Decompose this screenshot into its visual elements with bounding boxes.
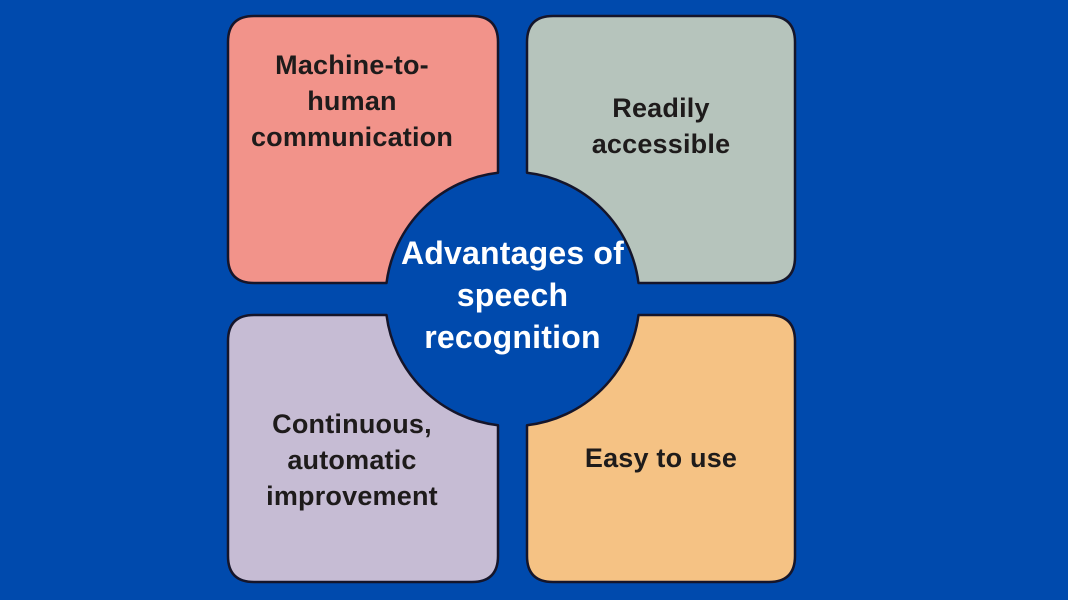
card-shape-continuous-improvement [226,313,500,584]
card-label-easy-to-use: Easy to use [584,443,738,473]
card-label-machine-to-human: Machine-to- human communication [250,50,454,152]
card-shape-readily-accessible [525,14,797,285]
card-shape-machine-to-human [226,14,500,285]
card-shape-easy-to-use [525,313,797,584]
center-hub-label: Advantages of speech recognition [400,235,625,355]
card-label-continuous-improvement: Continuous, automatic improvement [266,409,438,511]
card-label-readily-accessible: Readily accessible [591,93,731,159]
